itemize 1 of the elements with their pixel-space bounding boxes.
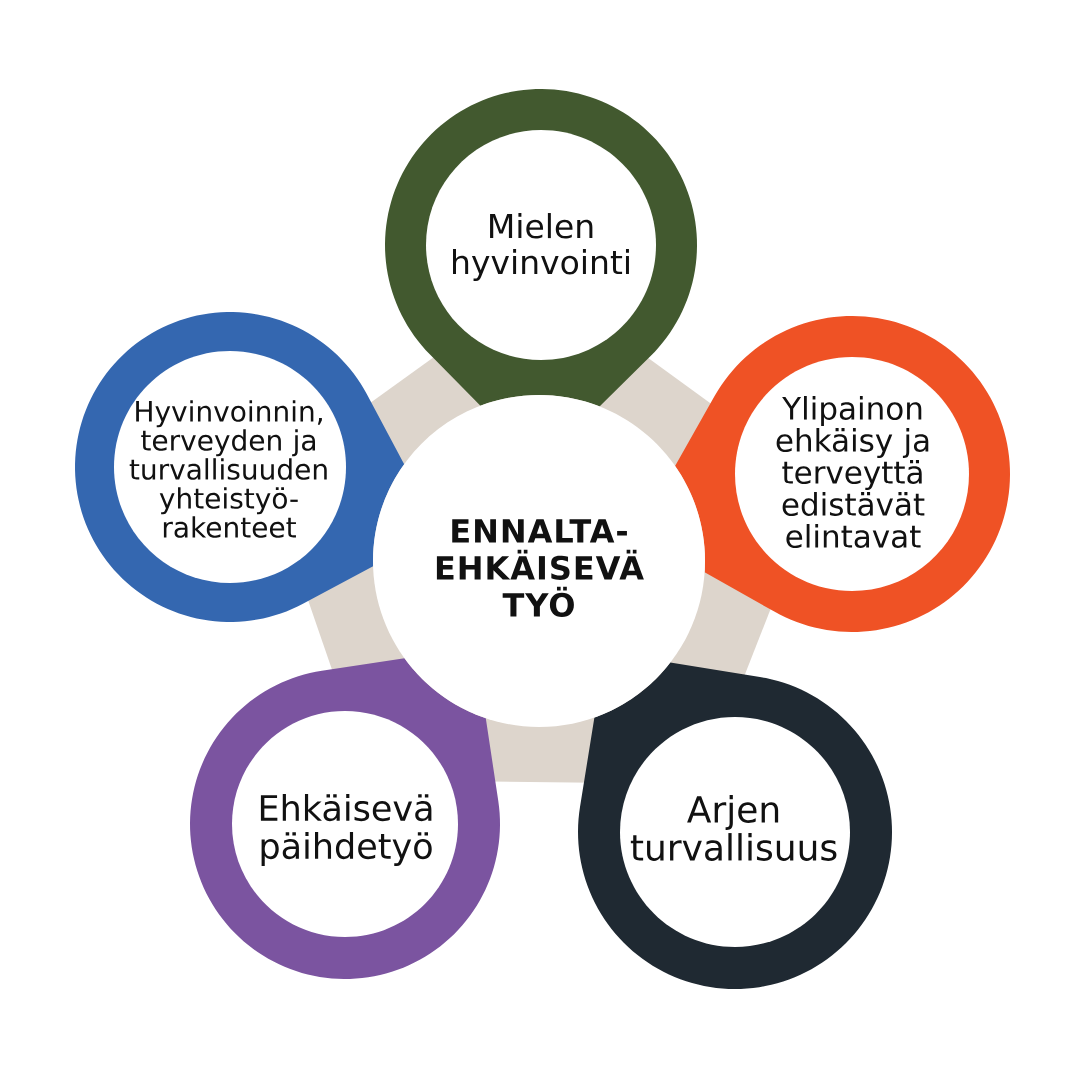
node-label: ENNALTA-EHKÄISEVÄ TYÖ xyxy=(436,519,644,617)
